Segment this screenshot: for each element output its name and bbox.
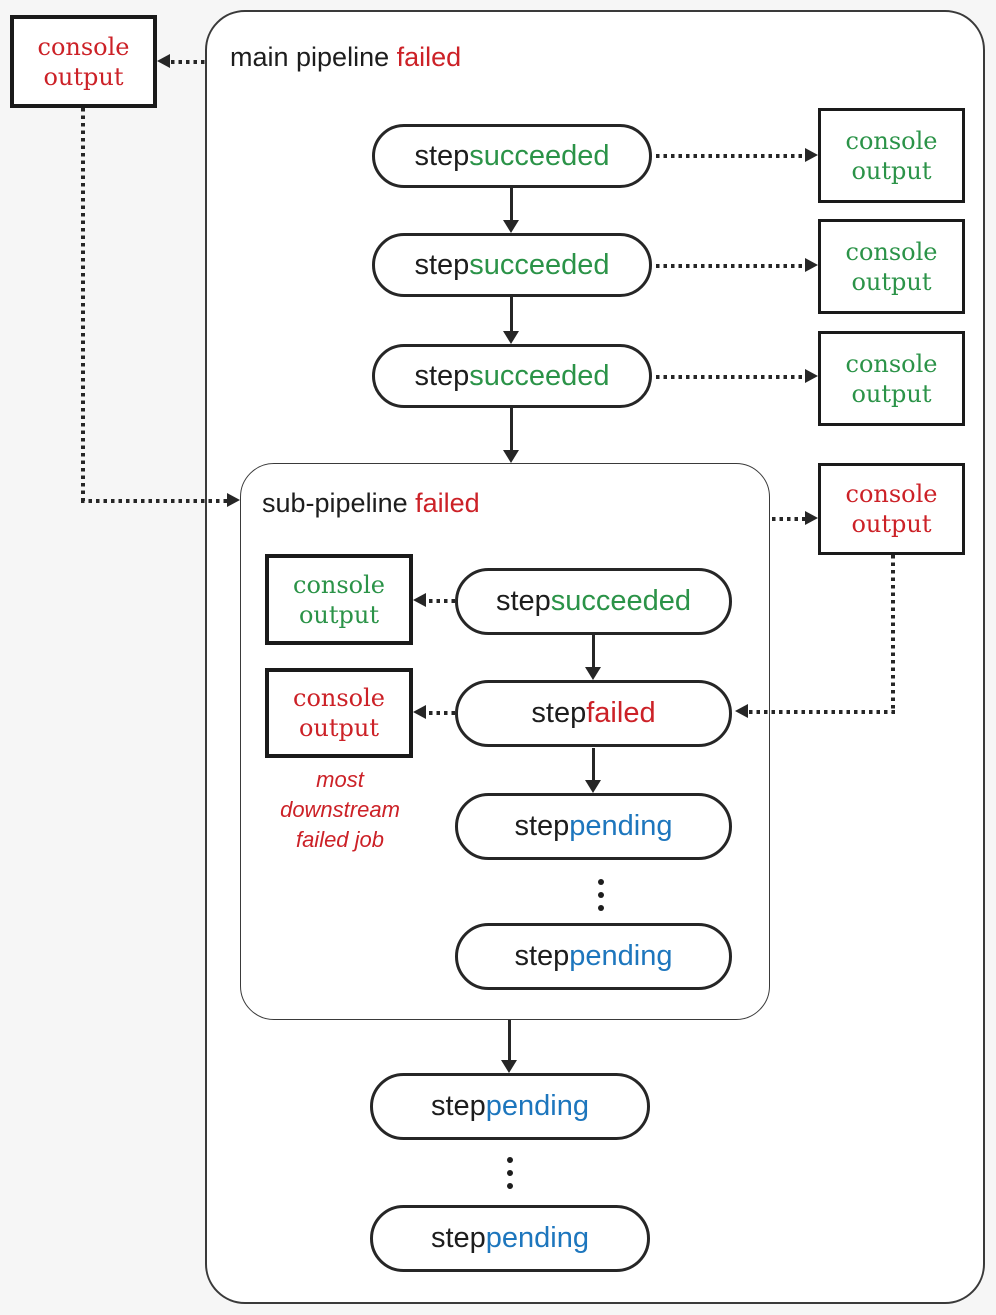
dotted-left-console-across-line (81, 499, 227, 503)
console-box-main-right-1: console output (818, 108, 965, 203)
step-pill-sub-pending-1: step pending (455, 793, 732, 860)
step-label: step (430, 1222, 486, 1254)
arrow-sub-2-line (592, 748, 595, 782)
dotted-step2-console-head-icon (805, 258, 818, 272)
arrow-sub-1-line (592, 635, 595, 669)
step-pill-sub-failed: step failed (455, 680, 732, 747)
console-box-label: console output (37, 32, 130, 91)
step-pill-tail-1: step pending (370, 1073, 650, 1140)
console-box-sub-inner-green: console output (265, 554, 413, 645)
annotation-most-downstream-failed-job: most downstream failed job (280, 767, 400, 852)
arrow-main-2-line (510, 297, 513, 333)
step-label: step (414, 248, 470, 281)
dotted-console-to-failed-vline (891, 555, 895, 713)
dotted-subfailed-console-head-icon (413, 705, 426, 719)
step-status: succeeded (469, 248, 610, 281)
vertical-ellipsis-icon (507, 1157, 513, 1163)
arrow-sub-1-head-icon (585, 667, 601, 680)
arrow-main-2-head-icon (503, 331, 519, 344)
step-pill-sub-pending-2: step pending (455, 923, 732, 990)
console-box-label: console output (845, 349, 938, 408)
dotted-step3-console-head-icon (805, 369, 818, 383)
dotted-console-to-failed-hline (749, 710, 895, 714)
console-box-label: console output (845, 237, 938, 296)
dotted-main-to-left-console-head-icon (157, 54, 170, 68)
vertical-ellipsis-icon (598, 892, 604, 898)
dotted-step1-console-head-icon (805, 148, 818, 162)
arrow-main-to-sub-line (510, 408, 513, 452)
console-box-main-left: console output (10, 15, 157, 108)
dotted-left-console-down-line (81, 108, 85, 501)
vertical-ellipsis-icon (507, 1183, 513, 1189)
sub-pipeline-title: sub-pipeline failed (262, 488, 480, 519)
step-pill-main-2: step succeeded (372, 233, 652, 297)
sub-pipeline-title-text: sub-pipeline (262, 488, 408, 518)
console-box-sub-right: console output (818, 463, 965, 555)
vertical-ellipsis-icon (598, 905, 604, 911)
step-status: pending (485, 1090, 590, 1122)
step-label: step (430, 1090, 486, 1122)
step-pill-tail-2: step pending (370, 1205, 650, 1272)
console-box-sub-inner-red: console output (265, 668, 413, 758)
console-box-label: console output (293, 570, 385, 629)
step-label: step (531, 697, 587, 729)
dotted-subfailed-console-line (429, 711, 455, 715)
step-pill-main-1: step succeeded (372, 124, 652, 188)
console-box-main-right-3: console output (818, 331, 965, 426)
arrow-sub-exit-head-icon (501, 1060, 517, 1073)
vertical-ellipsis-icon (598, 879, 604, 885)
console-box-label: console output (845, 480, 938, 538)
step-pill-sub-succeeded: step succeeded (455, 568, 732, 635)
console-box-label: console output (845, 126, 938, 185)
step-status: pending (485, 1222, 590, 1254)
dotted-console-to-failed-head-icon (735, 704, 748, 718)
arrow-main-1-line (510, 188, 513, 222)
step-status: succeeded (550, 585, 692, 617)
dotted-sub-to-console-line (772, 517, 805, 521)
dotted-step1-console-line (656, 154, 805, 158)
main-pipeline-title-text: main pipeline (230, 42, 390, 72)
step-status: pending (569, 940, 673, 972)
dotted-sub-to-console-head-icon (805, 511, 818, 525)
step-status: failed (586, 697, 656, 729)
dotted-main-to-left-console-line (171, 60, 206, 64)
console-box-main-right-2: console output (818, 219, 965, 314)
step-label: step (414, 359, 470, 392)
step-status: pending (569, 810, 673, 842)
arrow-sub-exit-line (508, 1020, 511, 1061)
step-status: succeeded (469, 359, 610, 392)
step-pill-main-3: step succeeded (372, 344, 652, 408)
dotted-subsucceeded-console-line (429, 599, 455, 603)
main-pipeline-title: main pipeline failed (230, 42, 461, 73)
step-status: succeeded (469, 139, 610, 172)
dotted-step3-console-line (656, 375, 805, 379)
sub-pipeline-title-status: failed (415, 488, 480, 518)
vertical-ellipsis-icon (507, 1170, 513, 1176)
step-label: step (414, 139, 470, 172)
arrow-main-to-sub-head-icon (503, 450, 519, 463)
arrow-sub-2-head-icon (585, 780, 601, 793)
dotted-subsucceeded-console-head-icon (413, 593, 426, 607)
step-label: step (514, 940, 570, 972)
step-label: step (514, 810, 570, 842)
dotted-step2-console-line (656, 264, 805, 268)
step-label: step (495, 585, 551, 617)
arrow-main-1-head-icon (503, 220, 519, 233)
main-pipeline-title-status: failed (396, 42, 462, 72)
dotted-left-console-head-icon (227, 493, 240, 507)
console-box-label: console output (293, 684, 385, 742)
